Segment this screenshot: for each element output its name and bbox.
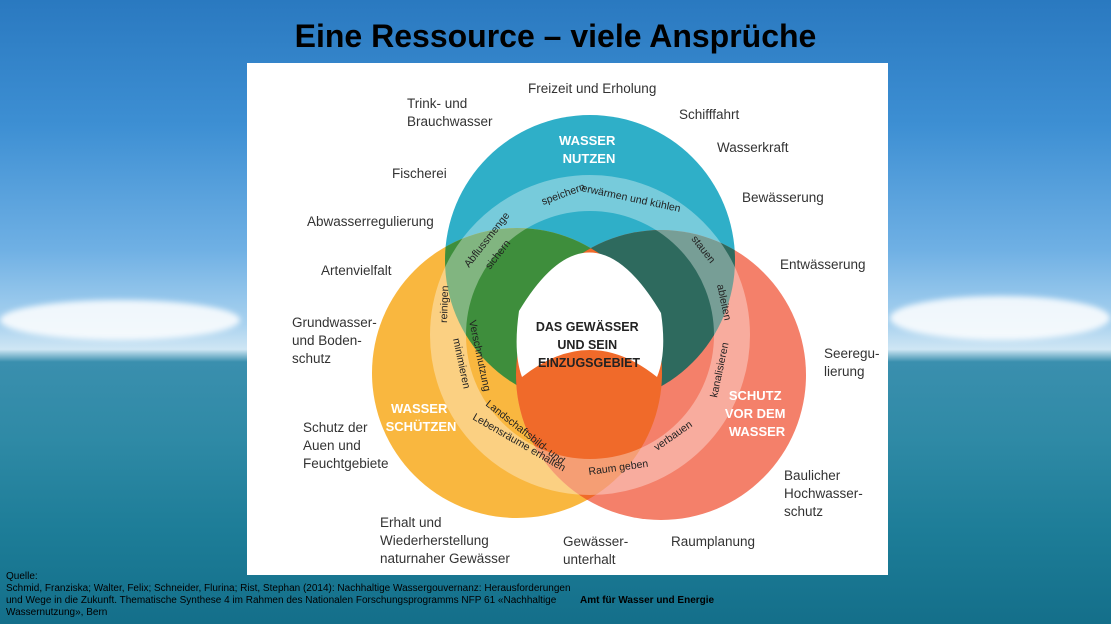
label-raumplanung: Raumplanung bbox=[671, 534, 756, 549]
center-label: DAS GEWÄSSER UND SEIN EINZUGSGEBIET bbox=[536, 319, 642, 370]
label-trink-brauchwasser: Trink- und Brauchwasser bbox=[407, 96, 493, 129]
label-erhalt: Erhalt und Wiederherstellung naturnaher … bbox=[380, 515, 510, 566]
label-auen: Schutz der Auen und Feuchtgebiete bbox=[303, 420, 389, 471]
circle-title-nutzen: WASSER NUTZEN bbox=[559, 133, 619, 166]
label-gewaesserunterhalt: Gewässer- unterhalt bbox=[563, 534, 629, 567]
label-artenvielfalt: Artenvielfalt bbox=[321, 263, 392, 278]
venn-diagram: WASSER NUTZEN WASSER SCHÜTZEN SCHUTZ VOR… bbox=[372, 115, 806, 520]
label-abwasserregulierung: Abwasserregulierung bbox=[307, 214, 434, 229]
label-entwaesserung: Entwässerung bbox=[780, 257, 866, 272]
label-seeregulierung: Seeregu- lierung bbox=[824, 346, 880, 379]
source-heading: Quelle: bbox=[6, 571, 38, 582]
source-citation: Quelle: Schmid, Franziska; Walter, Felix… bbox=[6, 571, 586, 619]
page-title: Eine Ressource – viele Ansprüche bbox=[294, 18, 817, 54]
circle-title-schuetzen: WASSER SCHÜTZEN bbox=[386, 401, 457, 434]
diagram-panel: WASSER NUTZEN WASSER SCHÜTZEN SCHUTZ VOR… bbox=[247, 63, 888, 575]
label-wasserkraft: Wasserkraft bbox=[717, 140, 789, 155]
center-area bbox=[516, 252, 664, 377]
label-fischerei: Fischerei bbox=[392, 166, 447, 181]
label-freizeit: Freizeit und Erholung bbox=[528, 81, 657, 96]
label-hochwasserschutz: Baulicher Hochwasser- schutz bbox=[784, 468, 863, 519]
label-grundwasser: Grundwasser- und Boden- schutz bbox=[292, 315, 377, 366]
cloud bbox=[890, 296, 1110, 340]
circle-title-schutz: SCHUTZ VOR DEM WASSER bbox=[725, 388, 789, 439]
label-bewaesserung: Bewässerung bbox=[742, 190, 824, 205]
cloud bbox=[0, 300, 240, 340]
ring-band bbox=[430, 175, 750, 495]
footer-organization: Amt für Wasser und Energie bbox=[580, 595, 715, 606]
ring-word-reinigen: reinigen bbox=[438, 285, 451, 323]
source-text: Schmid, Franziska; Walter, Felix; Schnei… bbox=[6, 583, 571, 618]
label-schifffahrt: Schifffahrt bbox=[679, 107, 740, 122]
